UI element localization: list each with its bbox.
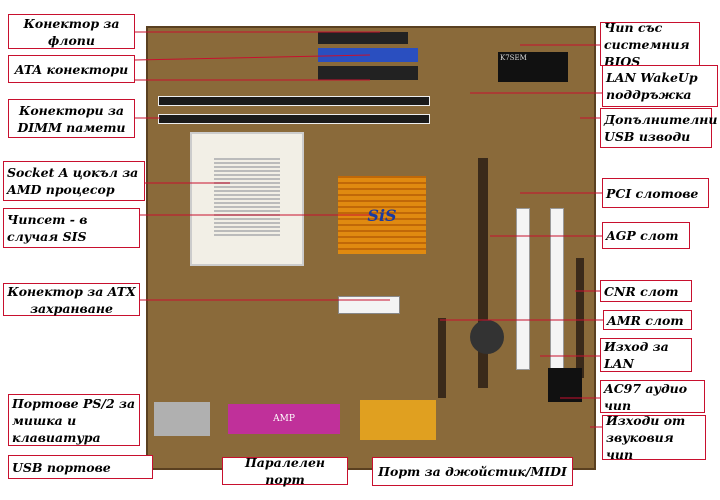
battery (470, 320, 504, 354)
label-parallel-port: Паралелен порт (222, 455, 348, 487)
label-ac97-chip: AC97 аудио чип (600, 380, 705, 413)
label-audio-outputs: Изходи от звуковия чип (602, 413, 706, 462)
label-lan-wakeup: LAN WakeUp поддръжка (602, 65, 718, 107)
label-joystick-port: Порт за джойстик/MIDI (372, 457, 573, 486)
label-bios-chip: Чип със системния BIOS (600, 20, 700, 69)
label-lan-output: Изход за LAN (600, 338, 692, 372)
label-chipset: Чипсет - в случая SIS (3, 208, 140, 248)
agp-slot (478, 158, 488, 388)
label-agp-slot: AGP слот (602, 222, 690, 249)
floppy-connector (318, 32, 408, 44)
amr-slot (438, 318, 446, 398)
cnr-slot (576, 258, 584, 378)
label-cnr-slot: CNR слот (600, 280, 692, 302)
game-port (360, 400, 436, 440)
chipset-logo: SiS (367, 205, 397, 225)
label-ata-connectors: ATA конектори (8, 55, 135, 83)
label-amr-slot: AMR слот (603, 310, 692, 330)
audio-chip (548, 368, 582, 402)
bios-chip: K7SEM (498, 52, 568, 82)
label-usb-ports: USB портове (8, 455, 153, 479)
label-dimm-connectors: Конектори за DIMM памети (8, 99, 135, 138)
motherboard-image: SiS K7SEM AMP (146, 26, 596, 470)
label-extra-usb: Допълнителни USB изводи (600, 108, 718, 148)
cpu-socket (190, 132, 304, 266)
pci-slot-1 (516, 208, 530, 370)
label-pci-slots: PCI слотове (602, 178, 709, 208)
label-socket-a: Socket A цокъл за AMD процесор (3, 161, 145, 201)
parallel-brand: AMP (273, 414, 295, 424)
parallel-port: AMP (228, 404, 340, 434)
label-atx-power: Конектор за ATX захранване (3, 283, 140, 316)
dimm-slot-2 (158, 114, 430, 124)
label-floppy-connector: Конектор за флопи (8, 14, 135, 49)
ide-connector-2 (318, 66, 418, 80)
dimm-slot-1 (158, 96, 430, 106)
ps2-ports (154, 402, 210, 436)
label-ps2-ports: Портове PS/2 за мишка и клавиатура (8, 394, 140, 446)
bios-chip-text: K7SEM (500, 54, 527, 62)
